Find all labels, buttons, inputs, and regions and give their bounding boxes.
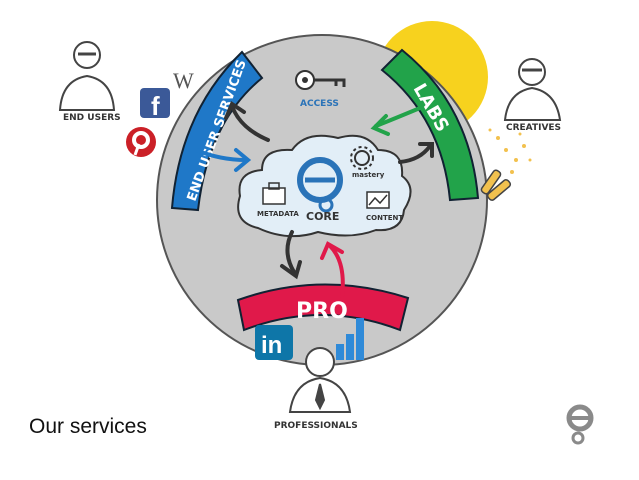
core-logo-icon	[297, 157, 343, 213]
end-users-label: END USERS	[63, 113, 121, 123]
svg-text:f: f	[151, 91, 160, 121]
arrow-to-labs	[398, 144, 432, 164]
arrow-from-pro-red-head	[320, 241, 344, 260]
professional-figure	[288, 347, 352, 413]
flow-arrows	[194, 101, 434, 298]
metadata-label: METADATA	[257, 210, 299, 218]
content-image-icon	[366, 191, 390, 209]
professionals-label: PROFESSIONALS	[274, 421, 358, 431]
sparkles	[488, 128, 532, 174]
creatives-label: CREATIVES	[506, 123, 561, 133]
key-icon	[295, 70, 346, 90]
wikipedia-icon: W	[173, 68, 194, 93]
access-label: ACCESS	[300, 99, 339, 109]
svg-text:in: in	[261, 332, 282, 359]
linkedin-icon: in	[255, 325, 293, 360]
metadata-folder-icon	[262, 182, 286, 205]
facebook-icon: f	[140, 88, 170, 121]
arrow-into-cloud-blue	[194, 148, 248, 162]
test-tube-icon	[480, 169, 512, 201]
end-user-figure	[58, 41, 116, 111]
creative-figure	[503, 58, 562, 121]
pro-label: PRO	[296, 299, 348, 324]
arrow-from-pro-red	[328, 244, 345, 298]
arrow-into-cloud-blue-head	[234, 148, 252, 172]
caption-text: Our services	[29, 415, 147, 438]
arrow-to-pro-head	[280, 260, 302, 280]
content-label: CONTENT	[366, 214, 403, 222]
arrow-from-labs-green-head	[370, 114, 390, 136]
core-label: CORE	[306, 210, 339, 223]
bar-chart-icon	[336, 318, 364, 360]
pinterest-icon	[126, 127, 156, 157]
mastery-gear-icon	[350, 146, 374, 170]
arrow-to-services-head	[224, 101, 246, 120]
mastery-label: mastery	[352, 171, 385, 179]
arrow-to-services	[230, 104, 270, 142]
arrow-to-labs-head	[418, 142, 434, 158]
brand-logo-icon	[566, 404, 594, 445]
pro-band	[236, 283, 410, 332]
arrow-to-pro	[285, 230, 296, 274]
